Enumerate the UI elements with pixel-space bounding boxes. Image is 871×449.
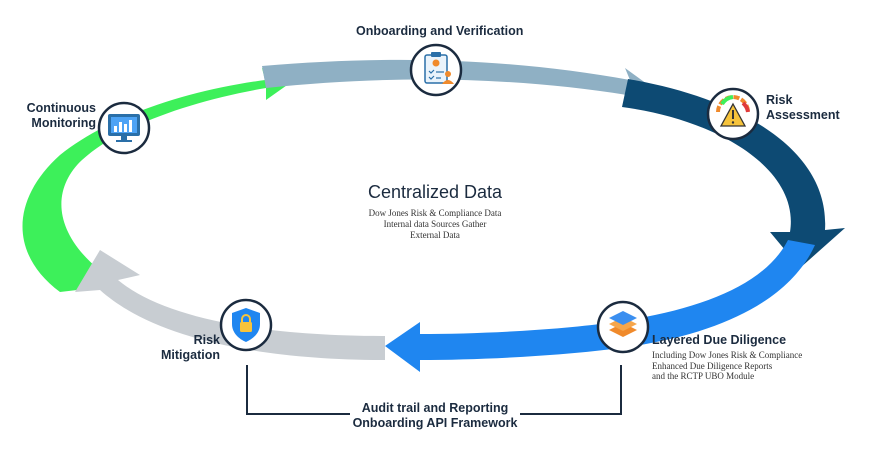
- arrow-ldd-to-mitigation: [385, 240, 815, 372]
- ldd-detail-line: Including Dow Jones Risk & Compliance: [652, 350, 803, 360]
- clipboard-check-icon: [409, 43, 463, 97]
- risk-mitigation-line-1: Risk: [193, 333, 220, 347]
- ldd-detail-line: Enhanced Due Diligence Reports: [652, 360, 773, 371]
- continuous-monitoring-line-2: Monitoring: [31, 116, 96, 130]
- stage-label-risk-mitigation: Risk Mitigation: [160, 333, 220, 363]
- stage-label-risk-assessment: Risk Assessment: [766, 93, 840, 123]
- bottom-bracket: [246, 365, 622, 415]
- bottom-framework-label: Audit trail and Reporting Onboarding API…: [330, 401, 540, 431]
- arrow-onboarding-to-risk: [262, 59, 658, 107]
- center-data-sources: Dow Jones Risk & Compliance Data Interna…: [300, 208, 570, 241]
- center-title: Centralized Data: [367, 182, 503, 202]
- bottom-line-1: Audit trail and Reporting: [361, 401, 509, 415]
- center-line: External Data: [410, 230, 460, 240]
- risk-mitigation-line-2: Mitigation: [160, 348, 220, 362]
- ldd-detail-line: and the RCTP UBO Module: [652, 371, 755, 381]
- bottom-line-2: Onboarding API Framework: [352, 416, 518, 430]
- stage-label-onboarding: Onboarding and Verification: [356, 24, 524, 38]
- center-line: Internal data Sources Gather: [383, 219, 487, 229]
- arrow-monitoring-to-onboarding: [22, 68, 290, 292]
- ldd-details: Including Dow Jones Risk & Compliance En…: [652, 350, 802, 382]
- gauge-warning-icon: [706, 87, 760, 141]
- monitor-chart-icon: [97, 101, 151, 155]
- layers-icon: [596, 300, 650, 354]
- stage-label-continuous-monitoring: Continuous Monitoring: [22, 101, 96, 131]
- shield-lock-icon: [219, 298, 273, 352]
- center-line: Dow Jones Risk & Compliance Data: [368, 208, 502, 218]
- risk-assessment-line-2: Assessment: [766, 108, 840, 122]
- risk-assessment-line-1: Risk: [766, 93, 793, 107]
- continuous-monitoring-line-1: Continuous: [26, 101, 96, 115]
- stage-label-layered-due-diligence: Layered Due Diligence: [652, 333, 787, 347]
